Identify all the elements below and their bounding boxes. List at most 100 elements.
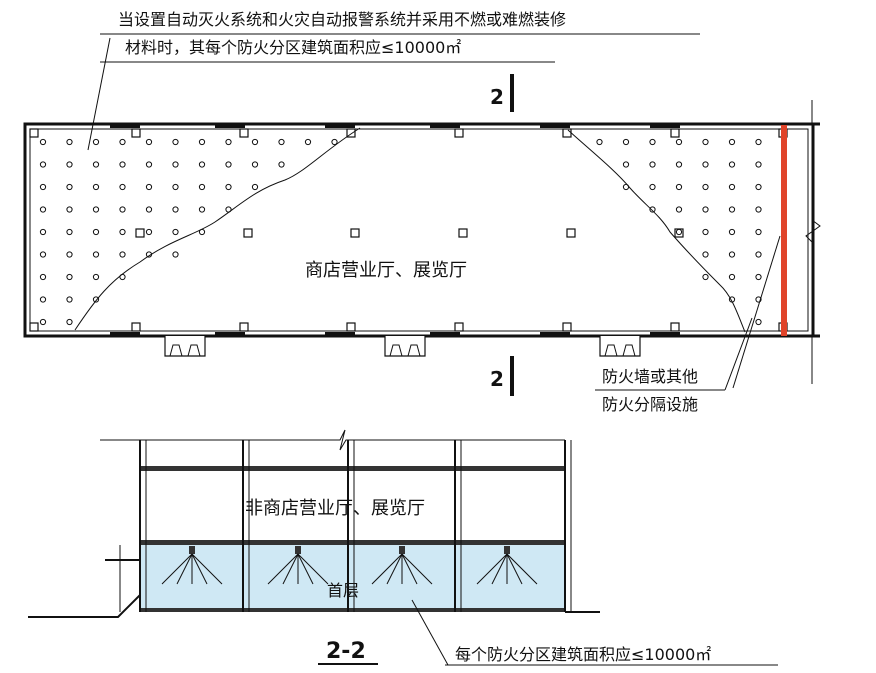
sprinkler-dot bbox=[119, 251, 126, 258]
sprinkler-dot bbox=[92, 251, 100, 258]
sprinkler-dot bbox=[755, 183, 762, 191]
bottom-note-leader bbox=[411, 599, 449, 666]
sprinkler-dot bbox=[66, 161, 73, 168]
plan-column bbox=[239, 128, 249, 138]
sprinkler-dot bbox=[198, 206, 206, 213]
sprinkler-dot bbox=[278, 138, 285, 146]
sprinkler-dot bbox=[66, 251, 73, 258]
sprinkler-dot bbox=[39, 318, 47, 326]
section-spray-line bbox=[506, 553, 523, 585]
sprinkler-dot bbox=[92, 273, 100, 281]
plan-inner-wall bbox=[29, 128, 809, 332]
entrance-door bbox=[389, 344, 403, 357]
entrance-door bbox=[407, 344, 421, 357]
sprinkler-dot bbox=[145, 138, 153, 146]
sprinkler-dot bbox=[198, 161, 206, 168]
sprinkler-dot bbox=[702, 228, 709, 236]
sprinkler-dot bbox=[172, 206, 179, 213]
sprinkler-dot bbox=[39, 161, 47, 168]
section-view: 非商店营业厅、展览厅 首层 bbox=[28, 429, 600, 618]
section-roof-line bbox=[100, 429, 565, 451]
entrance-door bbox=[622, 344, 636, 357]
plan-column bbox=[29, 128, 39, 138]
top-note-leader bbox=[87, 37, 111, 151]
sprinkler-dot bbox=[728, 228, 736, 236]
entrance bbox=[384, 336, 426, 357]
sprinkler-dot bbox=[331, 138, 338, 146]
sprinkler-dot bbox=[92, 161, 100, 168]
plan-break-line bbox=[805, 100, 821, 384]
section-spray-line bbox=[297, 553, 314, 585]
section-sprinkler-head bbox=[504, 546, 510, 554]
section-sprinklers bbox=[161, 546, 538, 585]
entrance-door bbox=[169, 344, 183, 357]
sprinkler-dot bbox=[172, 183, 179, 191]
sprinkler-dot bbox=[92, 206, 100, 213]
plan-column bbox=[454, 322, 464, 332]
sprinkler-dot bbox=[198, 183, 206, 191]
section-spray-line bbox=[371, 553, 403, 585]
ground-floor-fill bbox=[140, 545, 565, 611]
plan-column bbox=[131, 128, 141, 138]
wall-label-line2: 防火分隔设施 bbox=[602, 395, 698, 414]
sprinkler-dot bbox=[92, 183, 100, 191]
plan-column bbox=[562, 128, 572, 138]
sprinkler-dot bbox=[728, 251, 736, 258]
sprinkler-dot bbox=[755, 206, 762, 213]
sprinkler-dot bbox=[39, 296, 47, 303]
sprinkler-dot bbox=[649, 138, 656, 146]
section-spray-line bbox=[386, 553, 403, 585]
upper-floors-label: 非商店营业厅、展览厅 bbox=[245, 498, 425, 519]
sprinkler-dot bbox=[702, 206, 709, 213]
sprinkler-dot bbox=[92, 228, 100, 236]
sprinkler-dot bbox=[755, 251, 762, 258]
sprinkler-dot bbox=[66, 206, 73, 213]
entrance-door bbox=[604, 344, 618, 357]
section-spray-line bbox=[161, 553, 193, 585]
ground-floor-label: 首层 bbox=[327, 581, 359, 600]
section-spray-line bbox=[476, 553, 508, 585]
sprinkler-dot bbox=[649, 183, 656, 191]
section-sprinkler-head bbox=[189, 546, 195, 554]
sprinkler-dot bbox=[622, 161, 630, 168]
sprinkler-dot bbox=[675, 206, 683, 213]
plan-column bbox=[131, 322, 141, 332]
wall-label-line1: 防火墙或其他 bbox=[602, 367, 698, 386]
plan-column bbox=[350, 228, 360, 238]
left-sprinkler-zone-boundary bbox=[74, 127, 361, 331]
plan-column bbox=[670, 128, 680, 138]
plan-column bbox=[346, 128, 356, 138]
floor-plan: 2 2 商店营业厅、展览厅 bbox=[23, 74, 821, 396]
plan-column bbox=[346, 322, 356, 332]
sprinkler-dot bbox=[66, 318, 73, 326]
plan-column bbox=[566, 228, 576, 238]
section-spray-line bbox=[506, 553, 538, 585]
sprinkler-dot bbox=[728, 161, 736, 168]
slab-ground bbox=[140, 608, 565, 612]
bottom-note: 每个防火分区建筑面积应≤10000㎡ bbox=[455, 645, 711, 664]
hall-label: 商店营业厅、展览厅 bbox=[305, 260, 467, 281]
sprinkler-dot bbox=[225, 138, 232, 146]
top-note-line1: 当设置自动灭火系统和火灾自动报警系统并采用不燃或难燃装修 bbox=[118, 10, 566, 29]
sprinkler-dot bbox=[172, 228, 179, 236]
sprinkler-dot bbox=[702, 161, 709, 168]
sprinkler-dot bbox=[728, 273, 736, 281]
sprinkler-dot bbox=[251, 183, 259, 191]
plan-columns bbox=[29, 124, 788, 336]
sprinkler-dot bbox=[39, 138, 47, 146]
sprinkler-dot bbox=[66, 228, 73, 236]
sprinkler-heads bbox=[39, 138, 762, 326]
sprinkler-dot bbox=[278, 161, 285, 168]
section-mark-bottom: 2 bbox=[490, 367, 504, 391]
sprinkler-dot bbox=[675, 161, 683, 168]
plan-column bbox=[454, 128, 464, 138]
plan-entrances bbox=[164, 336, 641, 357]
slab-level-2 bbox=[140, 466, 565, 471]
sprinkler-dot bbox=[39, 251, 47, 258]
slab-level-1 bbox=[140, 540, 565, 545]
sprinkler-dot bbox=[119, 138, 126, 146]
sprinkler-dot bbox=[145, 206, 153, 213]
sprinkler-dot bbox=[728, 183, 736, 191]
sprinkler-dot bbox=[755, 228, 762, 236]
sprinkler-dot bbox=[119, 161, 126, 168]
